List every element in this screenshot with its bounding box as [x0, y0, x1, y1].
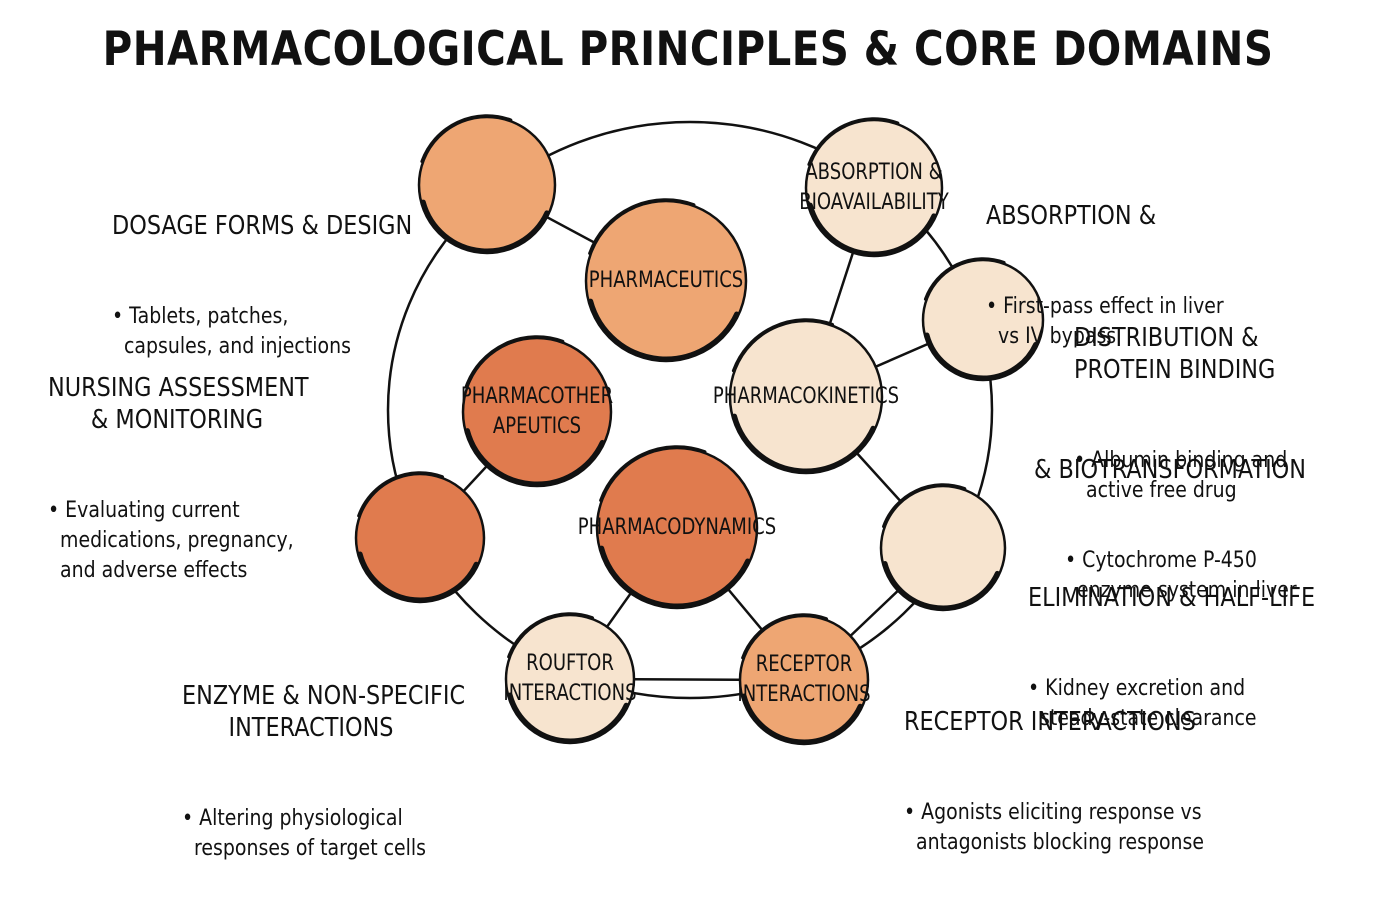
node-dosage-forms — [417, 114, 557, 255]
node-receptor — [738, 613, 870, 746]
node-rouftor — [504, 612, 636, 745]
annotation-heading: ABSORPTION & — [986, 201, 1157, 231]
outer-ring — [386, 120, 994, 700]
annotation-bullet: • Evaluating current medications, pregna… — [48, 498, 294, 583]
annotation-bullet: • Altering physiological responses of ta… — [182, 806, 427, 861]
annotation-heading: ELIMINATION & HALF-LIFE — [1028, 583, 1316, 613]
annotation-nursing-assessment: NURSING ASSESSMENT & MONITORING • Evalua… — [48, 312, 309, 646]
page-title: PHARMACOLOGICAL PRINCIPLES & CORE DOMAIN… — [102, 22, 1274, 77]
annotation-heading: ENZYME & NON-SPECIFIC INTERACTIONS — [182, 681, 466, 743]
node-distribution — [921, 257, 1045, 382]
annotation-biotransformation: & BIOTRANSFORMATION • Cytochrome P-450 e… — [1034, 394, 1306, 666]
annotation-elimination: ELIMINATION & HALF-LIFE • Kidney excreti… — [1028, 522, 1315, 794]
annotation-bullet: • Albumin binding and active free drug — [1074, 448, 1288, 503]
node-pharmacodynamics — [595, 445, 759, 610]
node-absorption — [804, 117, 944, 258]
node-elimination — [879, 483, 1007, 612]
annotation-bullet: • First-pass effect in liver vs IV bypas… — [986, 294, 1224, 349]
annotation-bullet: • Cytochrome P-450 enzyme system in live… — [1064, 548, 1297, 603]
annotation-heading: DISTRIBUTION & PROTEIN BINDING — [1074, 323, 1276, 385]
annotation-bullet: • Agonists eliciting response vs antagon… — [904, 800, 1205, 855]
annotation-enzyme-interactions: ENZYME & NON-SPECIFIC INTERACTIONS • Alt… — [182, 620, 466, 924]
annotation-dosage-forms: DOSAGE FORMS & DESIGN • Tablets, patches… — [112, 150, 412, 422]
annotation-heading: DOSAGE FORMS & DESIGN — [112, 211, 413, 241]
annotation-heading: RECEPTOR INTERACTIONS — [904, 707, 1196, 737]
annotation-receptor: RECEPTOR INTERACTIONS • Agonists eliciti… — [904, 646, 1204, 918]
node-pharmaceutics — [584, 198, 748, 363]
node-enzyme — [354, 471, 486, 604]
annotation-heading: & BIOTRANSFORMATION — [1034, 455, 1307, 485]
concept-network — [354, 114, 1045, 746]
node-pharmacotherapeutics — [461, 335, 613, 488]
annotation-absorption: ABSORPTION & • First-pass effect in live… — [986, 140, 1224, 412]
diagram-stage: PHARMACOLOGICAL PRINCIPLES & CORE DOMAIN… — [48, 22, 1315, 861]
annotation-bullet: • Kidney excretion and steady-state clea… — [1028, 676, 1257, 731]
annotation-bullet: • Tablets, patches, capsules, and inject… — [112, 304, 351, 359]
annotation-distribution: DISTRIBUTION & PROTEIN BINDING • Albumin… — [1074, 262, 1287, 566]
annotation-heading: NURSING ASSESSMENT & MONITORING — [48, 373, 309, 435]
node-pharmacokinetics — [728, 318, 884, 475]
